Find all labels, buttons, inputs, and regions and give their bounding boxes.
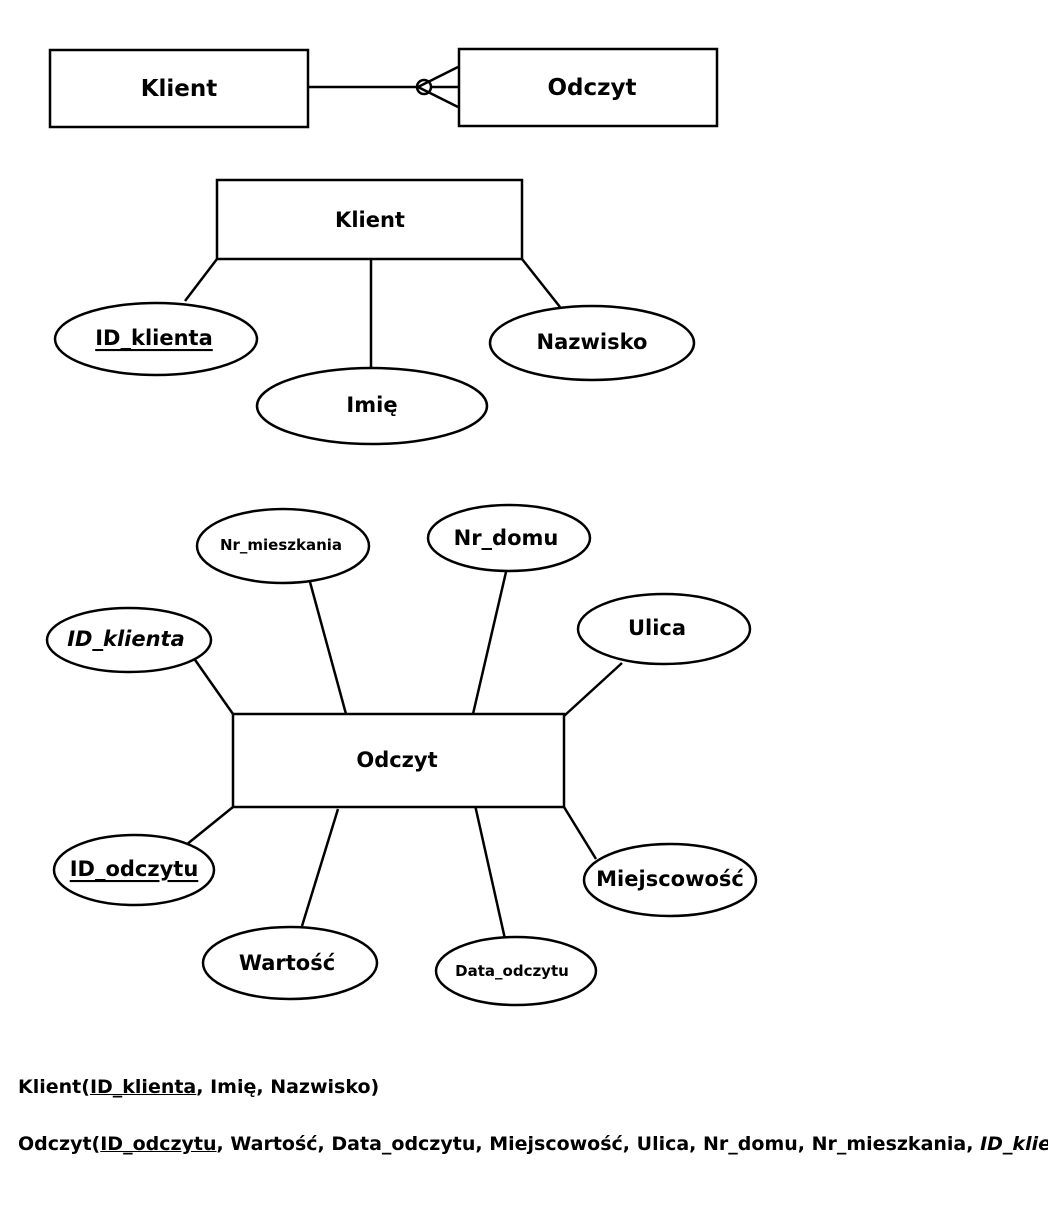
schema-odczyt-rest: , Wartość, Data_odczytu, Miejscowość, Ul…: [216, 1133, 981, 1155]
connector-odczyt-miejscowosc: [562, 806, 598, 860]
relationship-odczyt-box: [457, 47, 719, 128]
schema-odczyt-pk: ID_odczytu: [100, 1133, 217, 1155]
klient-entity-diagram: Klient ID_klienta Imię Nazwisko: [53, 178, 696, 446]
attr-klient-imie-label: Imię: [346, 393, 397, 417]
schema-odczyt-open: (: [91, 1133, 101, 1155]
attr-odczyt-id-klienta: [45, 606, 213, 674]
attr-odczyt-ulica: [576, 592, 752, 666]
relationship-klient-box: [48, 48, 310, 129]
attr-odczyt-wartosc: [201, 925, 379, 1001]
connector-odczyt-nr-domu: [471, 571, 508, 715]
schema-klient-rest: , Imię, Nazwisko: [196, 1076, 371, 1098]
odczyt-entity-box: [231, 712, 566, 809]
relationship-diagram: Klient Odczyt: [48, 47, 719, 129]
connector-odczyt-nr-mieszkania: [308, 581, 348, 715]
attr-klient-imie: [255, 366, 489, 446]
connector-odczyt-data: [473, 804, 507, 940]
attr-klient-id: [53, 301, 259, 377]
attr-odczyt-nr-domu-label: Nr_domu: [454, 526, 559, 550]
klient-entity-label: Klient: [335, 208, 405, 232]
connector-odczyt-wartosc: [300, 808, 340, 927]
attr-odczyt-data-label: Data_odczytu: [455, 962, 569, 980]
attr-odczyt-nr-domu: [426, 503, 592, 573]
attr-odczyt-wartosc-label: Wartość: [239, 951, 335, 975]
schema-odczyt-line: Odczyt(ID_odczytu, Wartość, Data_odczytu…: [18, 1133, 1048, 1155]
connector-klient-id: [184, 258, 218, 302]
attr-odczyt-nr-mieszkania-label: Nr_mieszkania: [220, 536, 342, 554]
odczyt-entity-diagram: Odczyt Nr_mieszkania Nr_domu ID_klienta …: [45, 503, 758, 1007]
connector-odczyt-id-klienta: [191, 656, 235, 715]
attr-odczyt-data: [434, 935, 598, 1007]
crowfoot-upper-line: [417, 65, 459, 89]
schema-klient-name: Klient: [18, 1076, 82, 1098]
crowfoot-lower-line: [417, 85, 459, 109]
odczyt-entity-label: Odczyt: [356, 748, 437, 772]
attr-klient-nazwisko: [488, 304, 696, 382]
connector-odczyt-ulica: [563, 662, 623, 717]
relationship-klient-label: Klient: [141, 76, 218, 102]
attr-odczyt-nr-mieszkania: [195, 507, 371, 585]
schema-odczyt-fk: ID_klienta: [980, 1133, 1048, 1155]
connector-odczyt-id-odczytu: [185, 806, 234, 846]
relationship-odczyt-label: Odczyt: [547, 75, 636, 101]
attr-klient-nazwisko-label: Nazwisko: [537, 330, 648, 354]
schema-odczyt-name: Odczyt: [18, 1133, 92, 1155]
klient-entity-box: [215, 178, 524, 261]
attr-odczyt-miejscowosc-label: Miejscowość: [596, 867, 744, 891]
attr-odczyt-id-odczytu-label: ID_odczytu: [70, 857, 199, 881]
schema-klient-line: Klient(ID_klienta, Imię, Nazwisko): [18, 1076, 379, 1098]
attr-odczyt-id-odczytu: [52, 833, 216, 907]
attr-klient-id-label: ID_klienta: [95, 326, 213, 350]
connector-klient-nazwisko: [521, 258, 561, 308]
attr-odczyt-id-klienta-label: ID_klienta: [67, 627, 185, 651]
attr-odczyt-miejscowosc: [582, 842, 758, 918]
schema-klient-pk: ID_klienta: [89, 1076, 197, 1098]
schema-klient-close: ): [370, 1076, 380, 1098]
attr-odczyt-ulica-label: Ulica: [628, 616, 686, 640]
schema-klient-open: (: [81, 1076, 90, 1098]
